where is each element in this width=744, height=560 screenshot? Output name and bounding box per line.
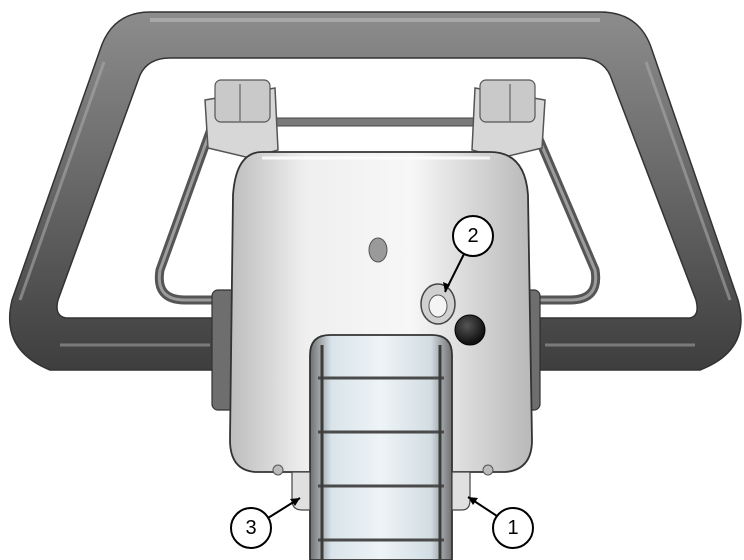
release-button: [421, 284, 455, 324]
callout-2: 2: [453, 216, 493, 256]
right-hinge-bracket: [472, 80, 545, 158]
callout-3: 3: [231, 508, 271, 548]
indicator-dot: [369, 238, 387, 262]
callout-3-label: 3: [245, 517, 256, 539]
black-button: [455, 315, 485, 345]
callout-1-label: 1: [507, 517, 518, 539]
callout-2-label: 2: [467, 225, 478, 247]
left-hinge-bracket: [205, 80, 278, 158]
callout-1: 1: [493, 508, 533, 548]
telescopic-column: [310, 335, 452, 560]
